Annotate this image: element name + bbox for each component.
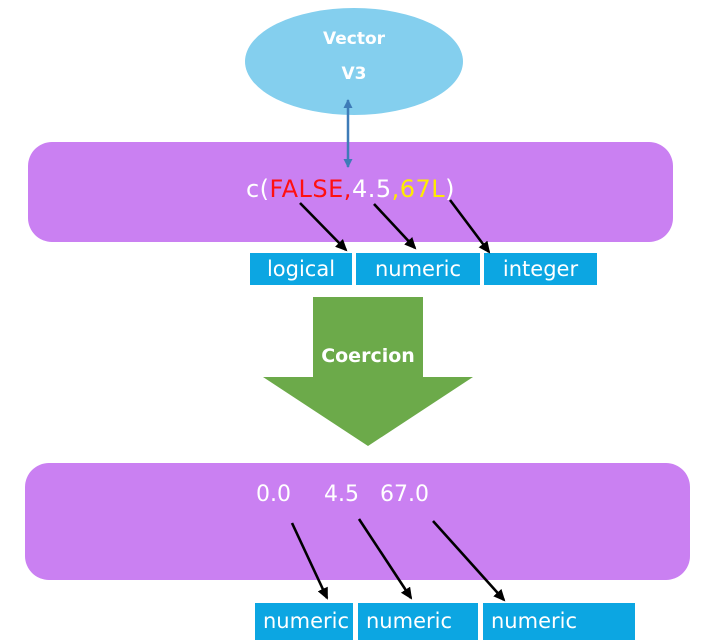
vector-version-label: V3 bbox=[341, 64, 367, 84]
code-logical-literal: FALSE, bbox=[269, 175, 352, 203]
vector-definition-box: c(FALSE,4.5,67L) bbox=[28, 142, 673, 242]
coercion-block-arrow bbox=[263, 297, 473, 446]
code-integer-literal: ,67L bbox=[391, 175, 446, 203]
coerced-value-3: 67.0 bbox=[380, 482, 429, 507]
type-label-integer: integer bbox=[484, 253, 597, 285]
type-label-numeric: numeric bbox=[356, 253, 480, 285]
vector-code: c(FALSE,4.5,67L) bbox=[28, 175, 673, 203]
code-open-paren: c( bbox=[245, 175, 270, 203]
coerced-type-label-2: numeric bbox=[358, 603, 478, 640]
vector-ellipse: Vector V3 bbox=[245, 8, 463, 115]
coerced-vector-box bbox=[25, 463, 690, 580]
code-close-paren: ) bbox=[445, 175, 456, 203]
type-label-logical: logical bbox=[250, 253, 352, 285]
code-numeric-literal: 4.5 bbox=[351, 175, 392, 203]
coercion-label: Coercion bbox=[321, 345, 415, 367]
coerced-value-1: 0.0 bbox=[256, 482, 291, 507]
coerced-type-label-3: numeric bbox=[483, 603, 635, 640]
vector-title: Vector bbox=[322, 29, 386, 49]
coerced-value-2: 4.5 bbox=[324, 482, 359, 507]
coerced-type-label-1: numeric bbox=[255, 603, 353, 640]
